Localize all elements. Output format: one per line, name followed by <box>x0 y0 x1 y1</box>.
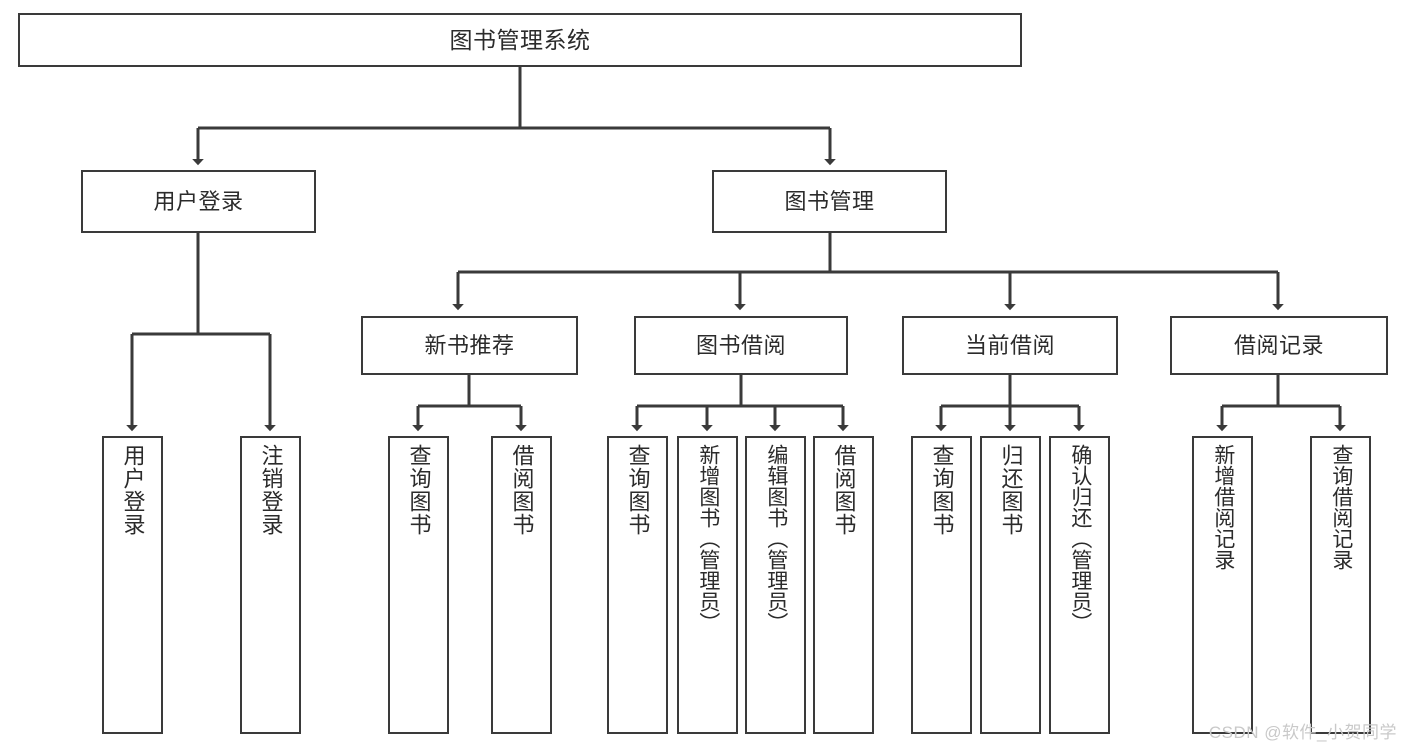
node-leaf-add-record-label: 新增借阅记录 <box>1211 444 1235 570</box>
node-leaf-borrow-book-2-label: 借阅图书 <box>831 444 857 536</box>
node-leaf-query-book-2-label: 查询图书 <box>625 444 651 536</box>
node-leaf-query-book-1[interactable]: 查询图书 <box>388 436 449 734</box>
node-leaf-query-record-label: 查询借阅记录 <box>1329 444 1353 570</box>
node-leaf-query-book-3-label: 查询图书 <box>929 444 955 536</box>
node-leaf-user-login-label: 用户登录 <box>120 444 146 536</box>
node-book-borrow-label: 图书借阅 <box>695 332 786 358</box>
watermark-text: CSDN @软件_小贺同学 <box>1208 723 1397 742</box>
node-current-borrow-label: 当前借阅 <box>964 332 1055 358</box>
node-new-book-recommend[interactable]: 新书推荐 <box>361 316 578 375</box>
node-leaf-borrow-book-1[interactable]: 借阅图书 <box>491 436 552 734</box>
node-borrow-record-label: 借阅记录 <box>1233 332 1324 358</box>
node-root-label: 图书管理系统 <box>449 26 591 53</box>
node-new-book-recommend-label: 新书推荐 <box>424 332 515 358</box>
node-leaf-confirm-return-label: 确认归还（管理员） <box>1068 444 1092 633</box>
node-book-manage[interactable]: 图书管理 <box>712 170 947 233</box>
node-leaf-logout-login[interactable]: 注销登录 <box>240 436 301 734</box>
node-current-borrow[interactable]: 当前借阅 <box>902 316 1118 375</box>
node-leaf-logout-login-label: 注销登录 <box>258 444 284 536</box>
node-leaf-confirm-return[interactable]: 确认归还（管理员） <box>1049 436 1110 734</box>
node-leaf-query-record[interactable]: 查询借阅记录 <box>1310 436 1371 734</box>
node-leaf-borrow-book-1-label: 借阅图书 <box>509 444 535 536</box>
node-leaf-add-book-label: 新增图书（管理员） <box>696 444 720 633</box>
node-leaf-add-book[interactable]: 新增图书（管理员） <box>677 436 738 734</box>
node-user-login-label: 用户登录 <box>153 188 244 214</box>
node-leaf-user-login[interactable]: 用户登录 <box>102 436 163 734</box>
node-leaf-add-record[interactable]: 新增借阅记录 <box>1192 436 1253 734</box>
node-leaf-edit-book[interactable]: 编辑图书（管理员） <box>745 436 806 734</box>
node-leaf-return-book[interactable]: 归还图书 <box>980 436 1041 734</box>
node-leaf-edit-book-label: 编辑图书（管理员） <box>764 444 788 633</box>
node-root[interactable]: 图书管理系统 <box>18 13 1022 67</box>
node-leaf-query-book-2[interactable]: 查询图书 <box>607 436 668 734</box>
node-leaf-query-book-3[interactable]: 查询图书 <box>911 436 972 734</box>
node-book-borrow[interactable]: 图书借阅 <box>634 316 848 375</box>
node-user-login[interactable]: 用户登录 <box>81 170 316 233</box>
node-leaf-return-book-label: 归还图书 <box>998 444 1024 536</box>
node-book-manage-label: 图书管理 <box>784 188 875 214</box>
node-borrow-record[interactable]: 借阅记录 <box>1170 316 1388 375</box>
node-leaf-query-book-1-label: 查询图书 <box>406 444 432 536</box>
node-leaf-borrow-book-2[interactable]: 借阅图书 <box>813 436 874 734</box>
